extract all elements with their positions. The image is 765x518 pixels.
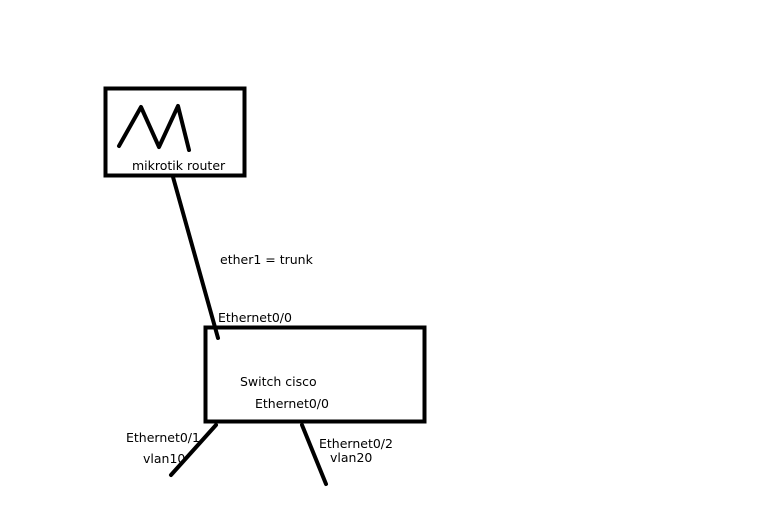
router-box <box>103 86 247 178</box>
mikrotik-logo-icon <box>117 104 191 152</box>
router-label: mikrotik router <box>132 158 226 173</box>
access-line-1 <box>169 423 218 477</box>
router-node: mikrotik router <box>103 86 247 178</box>
trunk-label: ether1 = trunk <box>220 252 314 267</box>
port2-label: Ethernet0/2 <box>319 436 393 451</box>
port1-label: Ethernet0/1 <box>126 430 200 445</box>
vlan10-label: vlan10 <box>143 451 185 466</box>
access-link-2: Ethernet0/2 vlan20 <box>300 423 393 486</box>
switch-inner-port-label: Ethernet0/0 <box>255 396 329 411</box>
trunk-line <box>171 175 220 340</box>
switch-node: Switch cisco Ethernet0/0 <box>203 325 427 424</box>
switch-uplink-port-label: Ethernet0/0 <box>218 310 292 325</box>
switch-label: Switch cisco <box>240 374 317 389</box>
access-line-2 <box>300 423 328 486</box>
switch-box <box>203 325 427 424</box>
access-link-1: Ethernet0/1 vlan10 <box>126 423 218 477</box>
vlan20-label: vlan20 <box>330 450 372 465</box>
trunk-link: ether1 = trunk Ethernet0/0 <box>171 175 314 340</box>
